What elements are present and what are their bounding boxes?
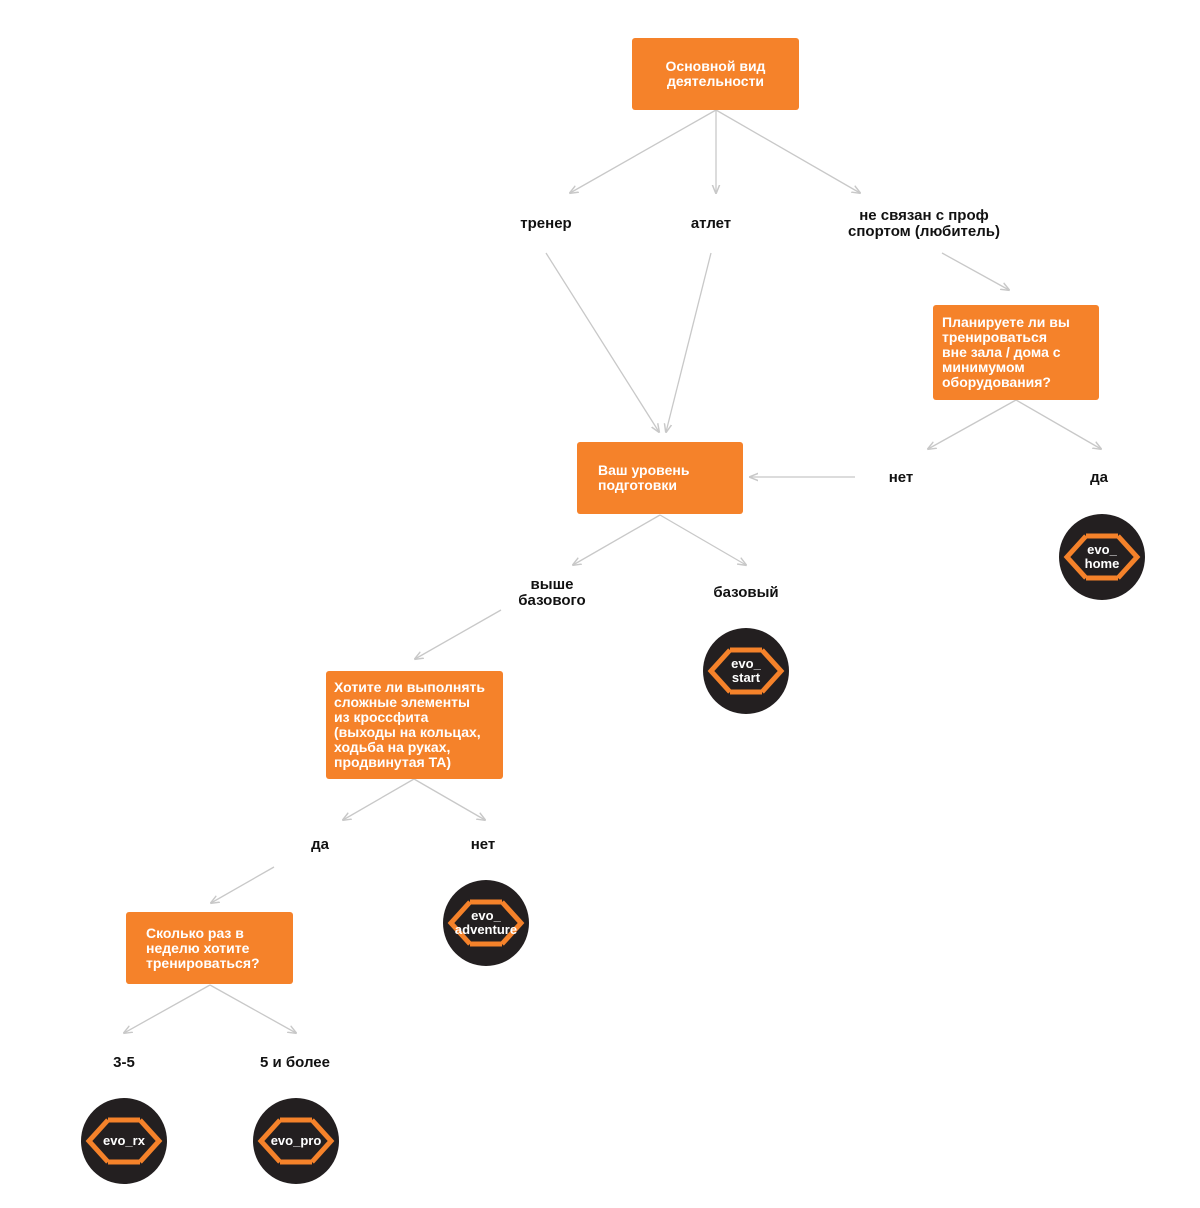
question-level-text: Ваш уровень подготовки [598, 462, 690, 493]
question-level: Ваш уровень подготовки [577, 442, 743, 514]
program-badge-home: evo_ home [1059, 514, 1145, 600]
answer-athlete: атлет [690, 215, 732, 232]
answer-freq-5-plus: 5 и более [260, 1054, 330, 1071]
chevron-brackets-icon [85, 1117, 163, 1165]
answer-outside-yes: да [1090, 469, 1108, 486]
connector [666, 252, 712, 432]
program-pro-label: evo_pro [270, 1133, 322, 1148]
program-rx-label: evo_rx [103, 1133, 145, 1148]
connector [415, 609, 502, 659]
chevron-brackets-icon [257, 1117, 335, 1165]
question-complex-elements-text: Хотите ли выполнять сложные элементы из … [334, 679, 485, 770]
question-frequency-text: Сколько раз в неделю хотите тренироватьс… [146, 924, 260, 971]
program-adventure-label: evo_ adventure [454, 908, 518, 937]
question-main-activity: Основной вид деятельности [632, 38, 799, 110]
program-badge-pro: evo_pro [253, 1098, 339, 1184]
question-plan-outside: Планируете ли вы тренироваться вне зала … [933, 305, 1099, 400]
question-complex-elements: Хотите ли выполнять сложные элементы из … [326, 671, 503, 779]
connector [715, 109, 860, 193]
chevron-brackets-icon [707, 647, 785, 695]
connector [573, 514, 661, 565]
answer-freq-3-5: 3-5 [113, 1054, 135, 1071]
program-badge-start: evo_ start [703, 628, 789, 714]
answer-coach: тренер [520, 215, 572, 232]
program-badge-rx: evo_rx [81, 1098, 167, 1184]
chevron-brackets-icon [1063, 533, 1141, 581]
question-plan-outside-text: Планируете ли вы тренироваться вне зала … [942, 314, 1070, 390]
question-main-activity-text: Основной вид деятельности [665, 58, 766, 89]
connector [413, 778, 485, 820]
connector [545, 252, 659, 432]
connector [1015, 399, 1101, 449]
connector [941, 252, 1009, 290]
connector [124, 984, 211, 1033]
answer-amateur: не связан с проф спортом (любитель) [848, 207, 1000, 240]
connector [343, 778, 415, 820]
answer-complex-yes: да [311, 836, 329, 853]
connector [211, 866, 275, 903]
answer-above-basic: выше базового [518, 576, 586, 609]
connector [928, 399, 1017, 449]
answer-basic: базовый [713, 584, 779, 601]
connector [209, 984, 296, 1033]
chevron-brackets-icon [447, 899, 525, 947]
answer-outside-no: нет [888, 469, 914, 486]
connector [570, 109, 717, 193]
connector [659, 514, 746, 565]
question-frequency: Сколько раз в неделю хотите тренироватьс… [126, 912, 293, 984]
answer-complex-no: нет [470, 836, 496, 853]
program-badge-adventure: evo_ adventure [443, 880, 529, 966]
program-start-label: evo_ start [731, 656, 761, 685]
program-home-label: evo_ home [1084, 542, 1120, 571]
